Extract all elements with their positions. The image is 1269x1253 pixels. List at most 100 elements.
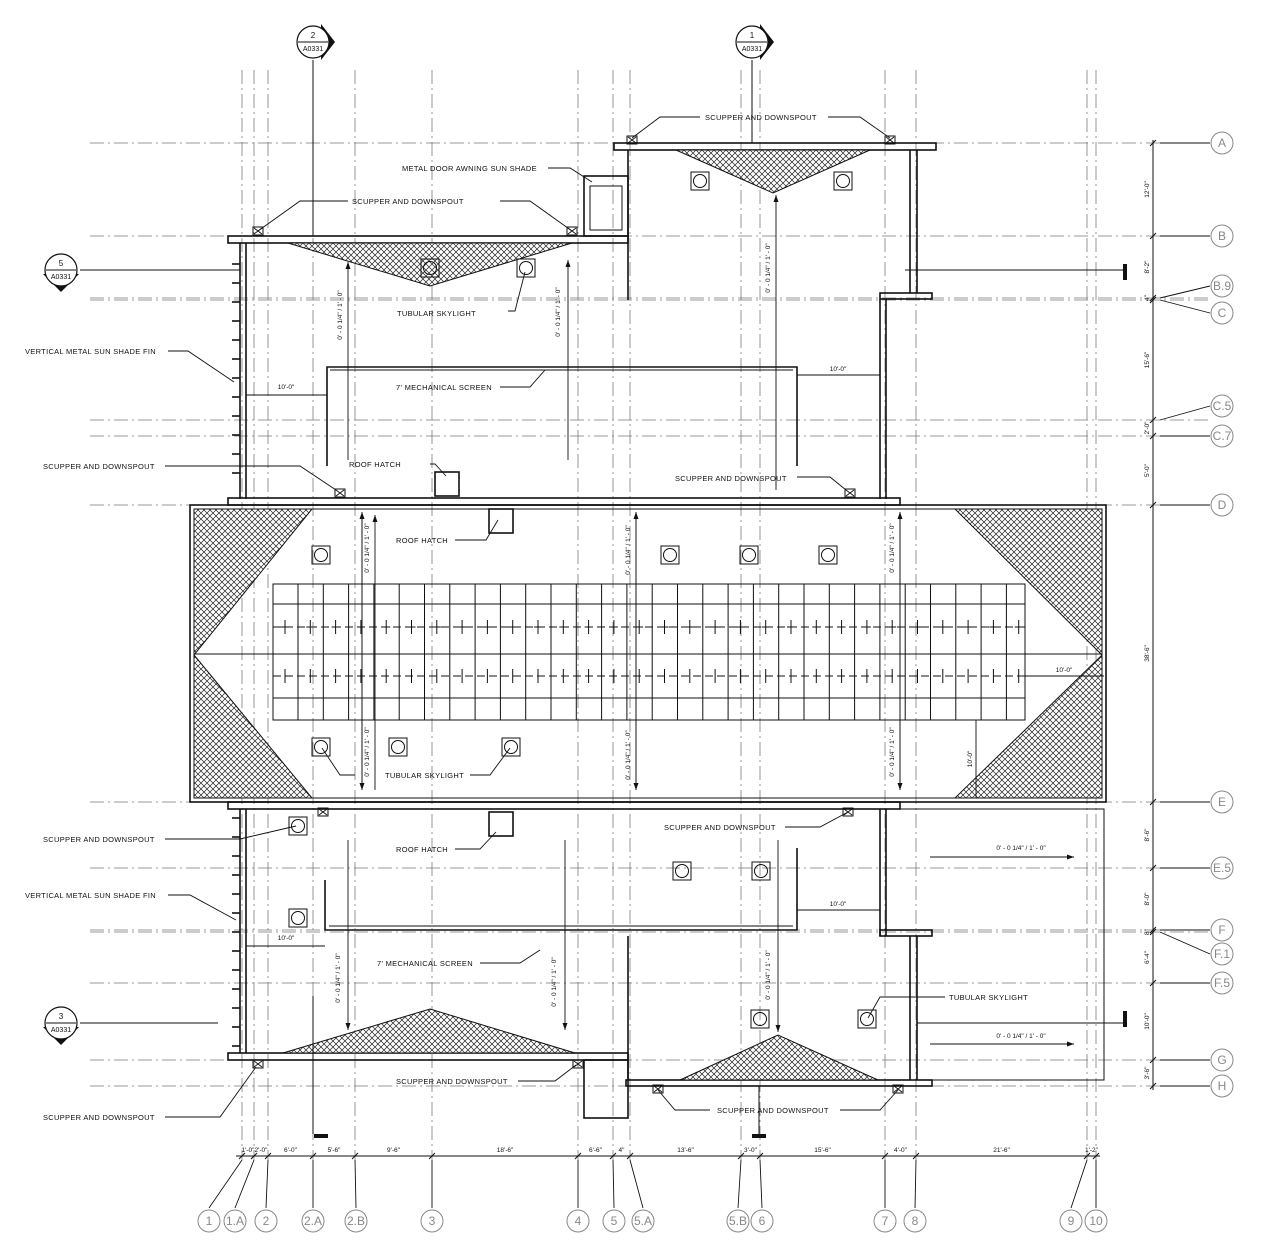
label-scupper-b: SCUPPER AND DOWNSPOUT <box>352 197 464 206</box>
svg-text:5: 5 <box>59 259 64 268</box>
right-dim-10: 6'-4" <box>1144 950 1151 964</box>
label-skylight-mid: TUBULAR SKYLIGHT <box>385 771 464 780</box>
skylight-8 <box>818 545 838 565</box>
label-roof-hatch-1: ROOF HATCH <box>349 460 401 469</box>
column-bubble-9: 9 <box>1059 1159 1088 1233</box>
scuppers <box>252 135 904 1094</box>
label-scupper-i: SCUPPER AND DOWNSPOUT <box>43 1113 155 1122</box>
slope-arrow: 0' - 0 1/4" / 1' - 0" <box>889 515 903 790</box>
svg-text:E: E <box>1218 795 1226 809</box>
bottom-dimension-string: 1'-0"2'-0"6'-0"5'-6"9'-6"18'-6"6'-6"4"13… <box>236 1147 1100 1160</box>
svg-text:A0331: A0331 <box>51 1027 71 1034</box>
column-bubble-5.A: 5.A <box>629 1159 655 1233</box>
ten-foot-dim-2: 10'-0" <box>1056 667 1073 674</box>
svg-text:2.B: 2.B <box>347 1214 365 1228</box>
slope-arrow: 0' - 0 1/4" / 1' - 0" <box>337 262 351 460</box>
bottom-dim-10: 15'-6" <box>814 1147 831 1154</box>
roof-hatch <box>488 811 514 837</box>
ten-foot-dim-0: 10'-0" <box>278 384 295 391</box>
leaders <box>165 116 945 1118</box>
label-mech-screen-lower: 7' MECHANICAL SCREEN <box>377 959 473 968</box>
right-dim-12: 3'-6" <box>1144 1066 1151 1080</box>
svg-text:3: 3 <box>59 1012 64 1021</box>
label-scupper-g: SCUPPER AND DOWNSPOUT <box>396 1077 508 1086</box>
svg-text:0' - 0 1/4" / 1' - 0": 0' - 0 1/4" / 1' - 0" <box>996 1033 1046 1040</box>
svg-text:A0331: A0331 <box>742 46 762 53</box>
slope-arrow: 0' - 0 1/4" / 1' - 0" <box>555 260 571 460</box>
scupper-11 <box>652 1084 664 1094</box>
skylight-13 <box>672 861 692 881</box>
skylight-10 <box>388 737 408 757</box>
label-mech-screen-upper: 7' MECHANICAL SCREEN <box>396 383 492 392</box>
right-dim-7: 8'-6" <box>1144 828 1151 842</box>
bottom-dim-7: 4" <box>619 1147 626 1154</box>
bottom-dim-6: 6'-6" <box>589 1147 603 1154</box>
row-bubble-C.7: C.7 <box>1160 424 1234 448</box>
scupper-9 <box>252 1059 264 1069</box>
skylight-4 <box>516 258 536 278</box>
sun-shade-fins-lower <box>232 817 240 1047</box>
right-dimension-string: 12'-0"8'-2"4"15'-6"2'-0"5'-0"38'-6"8'-6"… <box>1144 139 1157 1090</box>
bottom-dim-3: 5'-6" <box>328 1147 342 1154</box>
svg-text:0' - 0 1/4" / 1' - 0": 0' - 0 1/4" / 1' - 0" <box>337 290 344 340</box>
svg-text:A: A <box>1218 136 1226 150</box>
skylight-7 <box>739 545 759 565</box>
bottom-dim-9: 3'-0" <box>744 1147 758 1154</box>
row-bubble-G: G <box>1160 1048 1234 1072</box>
skylight-12 <box>288 816 308 836</box>
right-dim-8: 8'-0" <box>1144 892 1151 906</box>
label-scupper-c: SCUPPER AND DOWNSPOUT <box>43 462 155 471</box>
label-scupper-f: SCUPPER AND DOWNSPOUT <box>664 823 776 832</box>
svg-text:G: G <box>1217 1053 1226 1067</box>
sun-shade-fins-upper <box>232 263 240 474</box>
svg-text:F.5: F.5 <box>1214 976 1230 990</box>
svg-text:0' - 0 1/4" / 1' - 0": 0' - 0 1/4" / 1' - 0" <box>364 523 371 573</box>
row-bubble-A: A <box>1160 131 1234 155</box>
skylight-1 <box>690 171 710 191</box>
column-bubble-2.B: 2.B <box>344 1159 368 1233</box>
svg-text:1: 1 <box>206 1214 213 1228</box>
label-fin-lower: VERTICAL METAL SUN SHADE FIN <box>25 891 156 900</box>
svg-text:0' - 0 1/4" / 1' - 0": 0' - 0 1/4" / 1' - 0" <box>889 523 896 573</box>
row-bubble-C.5: C.5 <box>1159 394 1234 421</box>
slope-arrow: 0' - 0 1/4" / 1' - 0" <box>765 195 779 490</box>
svg-text:D: D <box>1218 498 1227 512</box>
label-roof-hatch-2: ROOF HATCH <box>396 536 448 545</box>
bottom-dim-8: 13'-6" <box>677 1147 694 1154</box>
grid-lines-horizontal <box>90 142 1210 1087</box>
svg-text:A0331: A0331 <box>303 46 323 53</box>
right-dim-0: 12'-0" <box>1144 181 1151 198</box>
row-bubble-B: B <box>1160 224 1234 248</box>
svg-text:0' - 0 1/4" / 1' - 0": 0' - 0 1/4" / 1' - 0" <box>625 525 632 575</box>
bottom-dim-0: 1'-0" <box>242 1147 256 1154</box>
label-scupper-d: SCUPPER AND DOWNSPOUT <box>675 474 787 483</box>
right-dim-3: 15'-6" <box>1144 351 1151 368</box>
row-bubble-D: D <box>1160 493 1234 517</box>
row-bubble-F: F <box>1160 918 1234 942</box>
bottom-dim-12: 21'-6" <box>993 1147 1010 1154</box>
solar-array <box>194 583 1102 721</box>
svg-text:F: F <box>1218 923 1225 937</box>
svg-text:9: 9 <box>1068 1214 1075 1228</box>
slope-arrow <box>372 515 378 790</box>
svg-text:10: 10 <box>1089 1214 1103 1228</box>
bottom-dim-1: 2'-0" <box>255 1147 269 1154</box>
column-bubble-5.B: 5.B <box>726 1159 750 1233</box>
annotations: SCUPPER AND DOWNSPOUT SCUPPER AND DOWNSP… <box>25 113 1028 1122</box>
column-bubble-6: 6 <box>750 1159 774 1233</box>
slope-arrow: 0' - 0 1/4" / 1' - 0" <box>930 1033 1074 1047</box>
svg-text:5.A: 5.A <box>634 1214 652 1228</box>
skylight-11 <box>501 737 521 757</box>
column-bubble-3: 3 <box>420 1160 444 1233</box>
column-bubble-8: 8 <box>903 1159 927 1233</box>
svg-text:0' - 0 1/4" / 1' - 0": 0' - 0 1/4" / 1' - 0" <box>996 845 1046 852</box>
row-bubble-E.5: E.5 <box>1160 856 1234 880</box>
svg-text:H: H <box>1218 1079 1227 1093</box>
ten-foot-dim-1: 10'-0" <box>830 366 847 373</box>
svg-text:0' - 0 1/4" / 1' - 0": 0' - 0 1/4" / 1' - 0" <box>555 287 562 337</box>
scupper-2 <box>884 135 896 145</box>
